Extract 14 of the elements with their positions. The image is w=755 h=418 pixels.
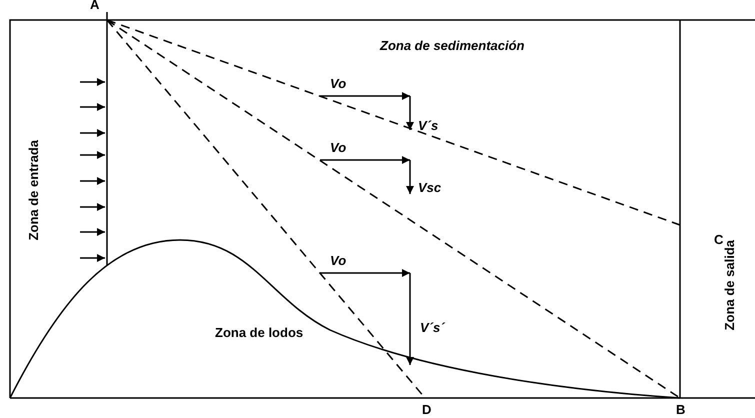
velocity-label: Vo [330, 140, 346, 155]
point-label: D [422, 402, 432, 417]
point-label: A [90, 0, 100, 12]
velocity-label: Vo [330, 76, 346, 91]
velocity-label: Vo [330, 253, 346, 268]
velocity-label: V´s [418, 118, 438, 133]
velocity-label: V´s´ [420, 320, 445, 335]
zone-label: Zona de lodos [215, 325, 304, 340]
point-label: B [676, 402, 686, 417]
point-label: C [714, 232, 724, 247]
velocity-label: Vsc [418, 180, 442, 195]
zone-label: Zona de salida [722, 240, 737, 330]
zone-label: Zona de sedimentación [380, 38, 524, 53]
zone-label: Zona de entrada [26, 140, 41, 240]
